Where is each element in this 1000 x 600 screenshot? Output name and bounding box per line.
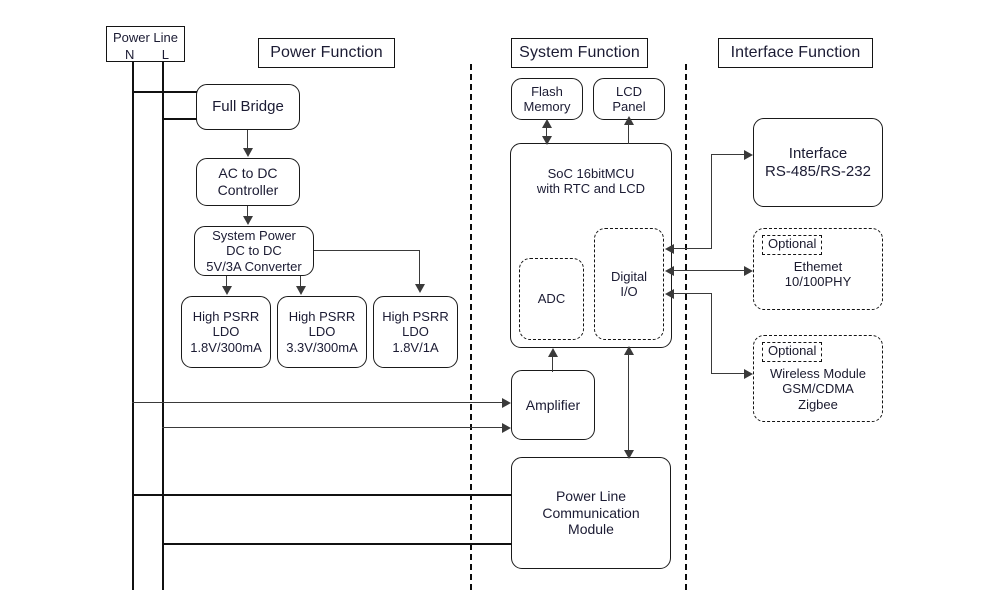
wire-neutral-to-plc [132,494,512,496]
arrow-amplifier-to-adc [552,354,554,372]
arrowhead-wireless [744,369,753,379]
arrowhead-system-power [243,216,253,225]
ethernet-label: Ethemet 10/100PHY [784,258,852,290]
arrowhead-flash-memory-down [542,136,552,145]
arrowhead-ldo3 [415,284,425,293]
arrowhead-digital-io-from-wireless [665,289,674,299]
wire-digital-io-to-wireless-h1 [672,293,712,295]
power-line-title: Power Line [112,30,179,45]
wire-branch-down-to-ldo3 [419,250,421,286]
wire-digital-io-to-wireless-v [711,293,713,374]
arrowhead-interface-rs [744,150,753,160]
section-title-system-function: System Function [511,38,648,68]
wire-digital-io-to-interface-v [711,154,713,249]
power-line-live-label: L [161,47,169,63]
power-line-source: Power Line N L [106,26,185,62]
wire-digital-io-to-ethernet [672,270,746,272]
arrow-soc-to-lcd-panel [628,122,630,144]
optional-tag-wireless: Optional [762,342,823,362]
section-title-power-function: Power Function [258,38,395,68]
arrowhead-amplifier-neutral [502,398,511,408]
optional-tag-ethernet: Optional [762,235,823,255]
arrowhead-digital-io-from-interface [665,244,674,254]
block-adc: ADC [519,258,584,340]
arrowhead-lcd-panel [624,116,634,125]
block-wireless-module: Optional Wireless Module GSM/CDMA Zigbee [753,335,883,422]
bus-plc-digital-io [628,352,630,457]
block-interface-rs485-rs232: Interface RS-485/RS-232 [753,118,883,207]
bus-flash-memory-soc [546,124,548,144]
block-digital-io: Digital I/O [594,228,664,340]
power-line-neutral-label: N [125,47,135,63]
wireless-label: Wireless Module GSM/CDMA Zigbee [769,365,867,413]
arrow-full-bridge-to-ac-dc [247,130,249,151]
arrowhead-ethernet [744,266,753,276]
arrowhead-ldo2 [296,286,306,295]
neutral-bus-line [132,62,134,590]
wire-live-to-plc [162,543,512,545]
divider-system-interface [685,64,687,590]
wire-system-power-branch [314,250,420,252]
block-plc-module: Power Line Communication Module [511,457,671,569]
block-ac-to-dc-controller: AC to DC Controller [196,158,300,206]
wire-neutral-to-amplifier [132,402,504,404]
wire-digital-io-to-wireless-h2 [711,373,745,375]
arrow-system-power-to-ldo2 [300,276,302,288]
block-full-bridge: Full Bridge [196,84,300,130]
arrowhead-digital-io-from-plc [624,346,634,355]
arrowhead-amplifier-live [502,423,511,433]
block-ldo-1v8-1a: High PSRR LDO 1.8V/1A [373,296,458,368]
divider-power-system [470,64,472,590]
block-ethernet-phy: Optional Ethemet 10/100PHY [753,228,883,310]
wire-neutral-to-full-bridge [132,91,197,93]
section-title-interface-function: Interface Function [718,38,873,68]
block-lcd-panel: LCD Panel [593,78,665,120]
arrowhead-digital-io-from-ethernet [665,266,674,276]
arrowhead-ldo1 [222,286,232,295]
live-bus-line [162,62,164,590]
arrowhead-ac-dc [243,148,253,157]
block-system-power-converter: System Power DC to DC 5V/3A Converter [194,226,314,276]
wire-digital-io-to-interface-h1 [672,248,712,250]
arrowhead-flash-memory-up [542,119,552,128]
block-ldo-1v8-300ma: High PSRR LDO 1.8V/300mA [181,296,271,368]
arrowhead-plc-from-digital-io [624,450,634,459]
block-flash-memory: Flash Memory [511,78,583,120]
block-amplifier: Amplifier [511,370,595,440]
wire-digital-io-to-interface-h2 [711,154,745,156]
arrowhead-adc [548,348,558,357]
wire-live-to-full-bridge [162,118,197,120]
arrow-system-power-to-ldo1 [226,276,228,288]
wire-live-to-amplifier [162,427,504,429]
block-ldo-3v3-300ma: High PSRR LDO 3.3V/300mA [277,296,367,368]
arrow-ac-dc-to-system-power [247,206,249,219]
